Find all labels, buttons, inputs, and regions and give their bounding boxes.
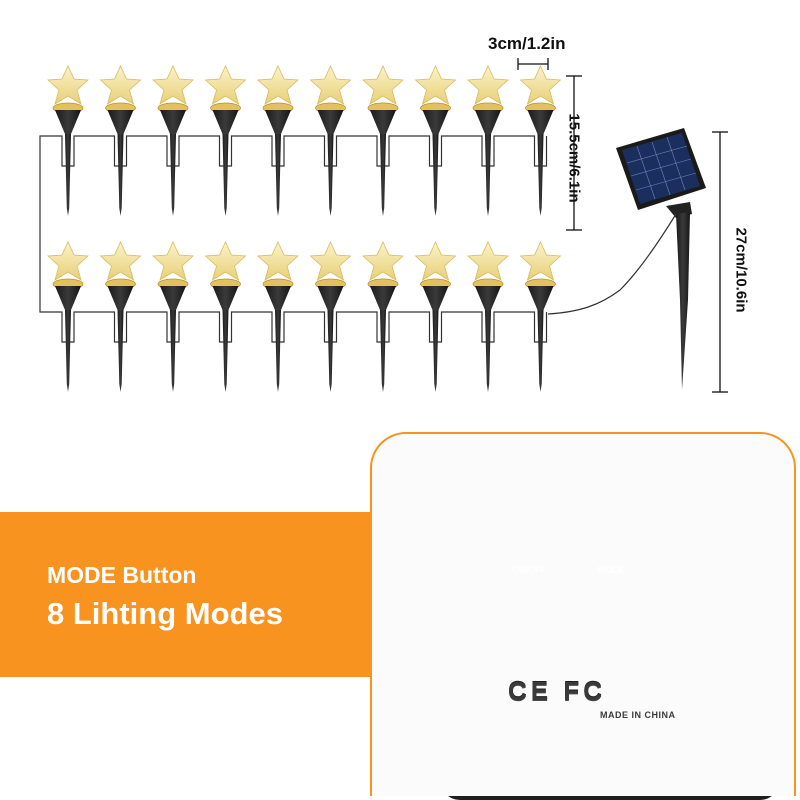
dimension-lines xyxy=(517,58,728,393)
light-string xyxy=(47,65,561,393)
spacing-dimension-label: 3cm/1.2in xyxy=(488,34,566,53)
stake-height-dimension-label: 15.5cm/6.1in xyxy=(561,78,587,238)
onoff-label: ON/OFF xyxy=(512,565,546,575)
star-light-icon xyxy=(310,241,351,393)
string-wire xyxy=(39,135,548,343)
star-light-icon xyxy=(100,65,141,217)
star-light-icon xyxy=(257,241,299,393)
star-light-icon xyxy=(47,241,89,393)
star-light-icon xyxy=(310,65,351,217)
star-light-icon xyxy=(415,65,456,217)
star-light-icon xyxy=(415,241,456,393)
star-light-icon xyxy=(100,241,141,393)
star-light-icon xyxy=(362,241,404,393)
star-light-icon xyxy=(467,65,509,217)
star-light-icon xyxy=(257,65,299,217)
star-light-icon xyxy=(47,65,89,217)
star-light-icon xyxy=(520,65,561,217)
stake-height-text: 15.5cm/6.1in xyxy=(565,113,583,203)
promo-heading: MODE Button xyxy=(47,562,197,588)
star-light-icon xyxy=(520,241,561,393)
certification-marks: CE FC xyxy=(508,676,606,706)
star-light-icon xyxy=(205,241,246,393)
star-light-icon xyxy=(152,65,194,217)
promo-banner xyxy=(0,512,420,677)
closeup-frame xyxy=(370,432,796,796)
star-light-icon xyxy=(152,241,194,393)
solar-panel-icon xyxy=(547,128,706,390)
panel-height-dimension-label: 27cm/10.6in xyxy=(728,180,754,360)
star-light-icon xyxy=(362,65,404,217)
promo-subheading: 8 Lihting Modes xyxy=(47,596,283,631)
mode-label: MODE xyxy=(598,565,625,575)
panel-height-text: 27cm/10.6in xyxy=(732,227,750,313)
made-in-label: MADE IN CHINA xyxy=(600,710,676,720)
wire-segment xyxy=(39,135,44,313)
star-light-icon xyxy=(205,65,246,217)
star-light-icon xyxy=(467,241,509,393)
